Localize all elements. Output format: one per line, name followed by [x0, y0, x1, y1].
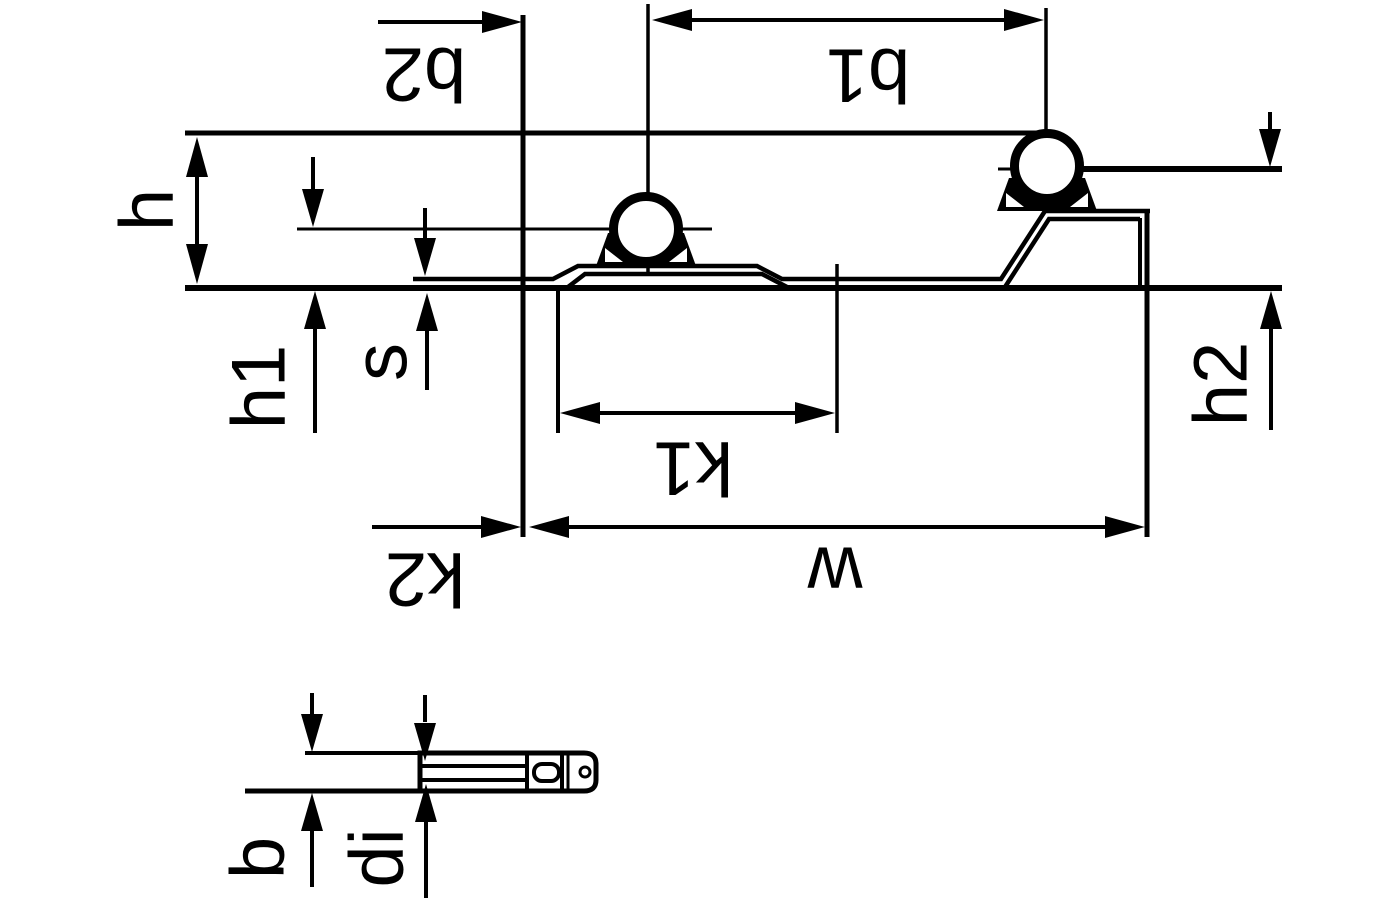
- pipe-clamp-left: [596, 192, 696, 266]
- w-arrow-right-icon: [1105, 516, 1145, 538]
- right-clamp-vent-left: [1006, 193, 1024, 207]
- rail-top-surface: [413, 208, 1150, 282]
- di-arrow-up-icon: [415, 784, 437, 822]
- pin-hole: [578, 765, 592, 779]
- pin-detail-view: [245, 750, 599, 794]
- h2-arrow-down-icon: [1259, 129, 1281, 167]
- b1-arrow-left-icon: [652, 9, 692, 31]
- right-pipe-ring: [1010, 129, 1084, 203]
- dimension-k2: k2: [372, 516, 521, 622]
- right-clamp-vent-right: [1070, 193, 1088, 207]
- b2-arrow-right-icon: [482, 11, 522, 33]
- h1-arrow-down-icon: [302, 189, 324, 227]
- w-arrow-left-icon: [529, 516, 569, 538]
- s-arrow-down-icon: [414, 238, 436, 276]
- dim-label-w: w: [806, 531, 863, 616]
- di-arrow-down-icon: [414, 723, 436, 761]
- dim-label-b1: b1: [826, 33, 911, 118]
- b-arrow-down-icon: [301, 714, 323, 752]
- dim-label-k2: k2: [385, 537, 465, 622]
- dimension-h2: h2: [1179, 112, 1282, 430]
- dim-label-h2: h2: [1179, 342, 1264, 427]
- dimension-k1: k1: [560, 402, 835, 511]
- dimension-h: h: [105, 137, 208, 284]
- b1-arrow-right-icon: [1004, 9, 1044, 31]
- left-clamp-cradle-clearance: [610, 193, 682, 265]
- h-arrow-down-icon: [186, 244, 208, 284]
- dimension-b2: b2: [378, 11, 522, 117]
- dimension-b: b: [216, 693, 323, 887]
- right-clamp-cradle-clearance: [1011, 130, 1083, 202]
- dim-label-h: h: [105, 189, 190, 231]
- h-arrow-up-icon: [186, 137, 208, 177]
- k1-arrow-left-icon: [560, 402, 600, 424]
- s-arrow-up-icon: [416, 293, 438, 331]
- dim-label-b: b: [216, 837, 301, 879]
- dimension-w: w: [529, 516, 1145, 616]
- left-clamp-vent-left: [605, 248, 623, 262]
- left-clamp-vent-right: [669, 248, 687, 262]
- dim-label-b2: b2: [382, 32, 467, 117]
- pin-slot-hole: [532, 762, 561, 783]
- dimension-h1: h1: [217, 157, 326, 433]
- rail-profile-section: [413, 208, 1150, 289]
- rail-step-left-bottom: [566, 271, 789, 289]
- dimension-b1: b1: [652, 9, 1044, 118]
- rail-step-right-bottom: [1003, 216, 1140, 289]
- b-arrow-up-icon: [301, 793, 323, 831]
- dim-label-k1: k1: [653, 426, 733, 511]
- h1-arrow-up-icon: [304, 291, 326, 329]
- h2-arrow-up-icon: [1260, 291, 1282, 329]
- dim-label-di: di: [335, 828, 420, 887]
- pipe-clamp-right: [997, 129, 1097, 211]
- dim-label-h1: h1: [217, 345, 302, 430]
- k2-arrow-right-icon: [481, 516, 521, 538]
- left-pipe-ring: [609, 192, 683, 266]
- dimension-s: s: [339, 208, 438, 390]
- k1-arrow-right-icon: [795, 402, 835, 424]
- dim-label-s: s: [339, 343, 424, 381]
- dimension-di: di: [335, 695, 437, 898]
- pin-outline: [417, 750, 599, 794]
